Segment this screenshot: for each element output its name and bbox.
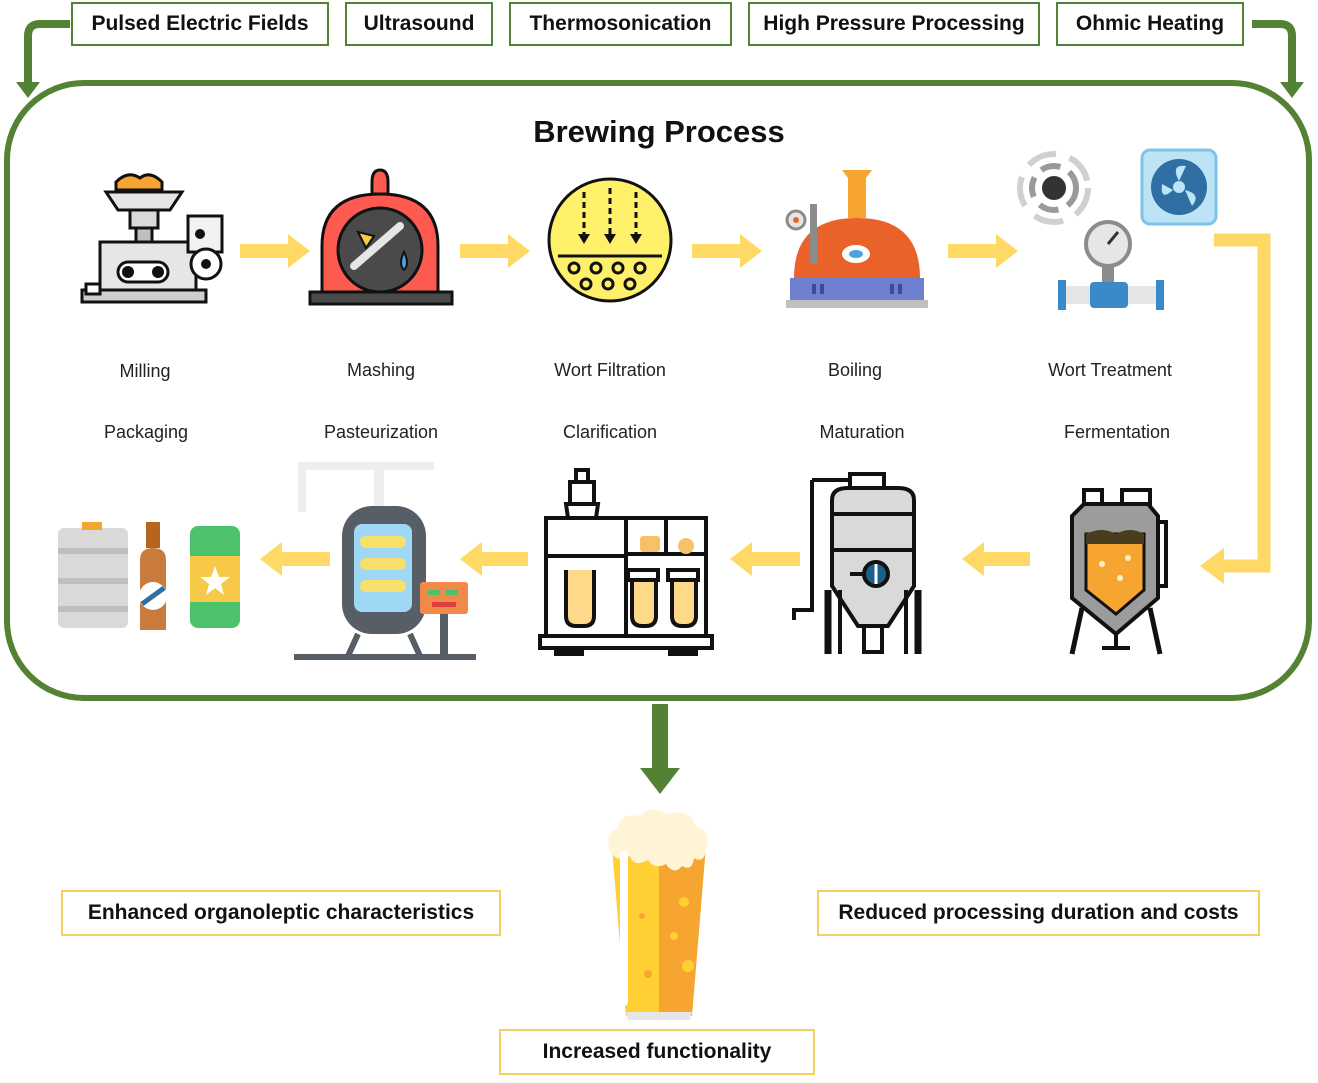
tech-thermosonication: Thermosonication: [509, 2, 732, 46]
output-arrow-shaft: [652, 704, 668, 770]
arrow-boiling-treatment: [948, 234, 1018, 268]
step-label-milling: Milling: [119, 361, 171, 381]
right-corner-arrow: [1252, 20, 1296, 84]
right-corner-arrowhead: [1280, 82, 1304, 98]
step-label-wort-treatment: Wort Treatment: [1048, 360, 1172, 380]
pasteurizer-icon: [294, 462, 476, 660]
beer-bottle-icon: [139, 522, 167, 630]
step-label-fermentation: Fermentation: [1063, 422, 1171, 442]
arrow-mashing-filtration: [460, 234, 530, 268]
step-label-boiling: Boiling: [827, 360, 883, 380]
beer-can-icon: [190, 526, 240, 628]
arrow-filtration-boiling: [692, 234, 762, 268]
pressure-gauge-icon: [1058, 220, 1164, 310]
arrow-treatment-fermentation-head: [1200, 548, 1224, 584]
arrow-maturation-clarification: [730, 542, 800, 576]
tech-high-pressure-processing: High Pressure Processing: [748, 2, 1040, 46]
tech-ultrasound: Ultrasound: [345, 2, 493, 46]
outcome-reduced-duration-costs: Reduced processing duration and costs: [817, 890, 1260, 936]
diagram-title: Brewing Process: [533, 114, 785, 149]
beer-glass-icon: [608, 809, 708, 1020]
wort-treatment-icon: [1017, 148, 1218, 310]
step-label-wort-filtration: Wort Filtration: [554, 360, 666, 380]
arrow-fermentation-maturation: [962, 542, 1030, 576]
mill-icon: [80, 173, 224, 304]
left-corner-arrow: [24, 20, 70, 84]
whirlpool-icon: [1017, 151, 1091, 225]
tech-ohmic-heating: Ohmic Heating: [1056, 2, 1244, 46]
output-arrow-head: [640, 768, 680, 794]
fermenter-icon: [1069, 488, 1168, 655]
keg-icon: [58, 522, 128, 628]
arrow-clarification-pasteurization: [460, 542, 528, 576]
fan-cooler-icon: [1140, 148, 1218, 226]
boiling-kettle-icon: [785, 170, 928, 308]
clarifier-icon: [538, 468, 714, 656]
step-label-pasteurization: Pasteurization: [323, 422, 439, 442]
arrow-treatment-fermentation: [1214, 233, 1271, 573]
arrow-milling-mashing: [240, 234, 310, 268]
tech-pulsed-electric-fields: Pulsed Electric Fields: [71, 2, 329, 46]
step-label-packaging: Packaging: [103, 422, 189, 442]
left-corner-arrowhead: [16, 82, 40, 98]
step-label-mashing: Mashing: [346, 360, 416, 380]
maturation-tank-icon: [792, 472, 922, 654]
mash-tun-icon: [308, 168, 454, 306]
brewing-process-frame: [4, 80, 1312, 701]
step-label-maturation: Maturation: [819, 422, 905, 442]
filter-icon: [547, 177, 673, 303]
packaging-icon: [58, 522, 240, 630]
outcome-increased-functionality: Increased functionality: [499, 1029, 815, 1075]
outcome-enhanced-organoleptic: Enhanced organoleptic characteristics: [61, 890, 501, 936]
arrow-pasteurization-packaging: [260, 542, 330, 576]
step-label-clarification: Clarification: [562, 422, 658, 442]
